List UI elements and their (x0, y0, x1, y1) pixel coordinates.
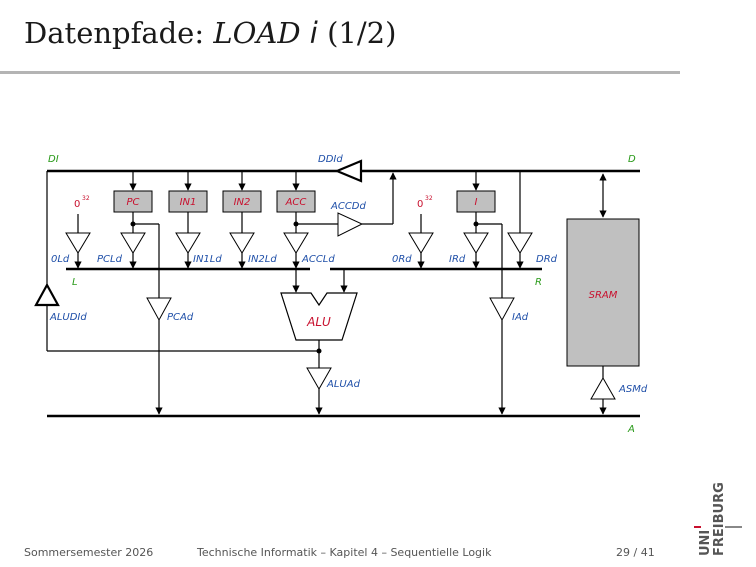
alu-label: ALU (306, 315, 331, 329)
title-suffix: (1/2) (317, 16, 397, 50)
register-IN1-label: IN1 (180, 197, 197, 208)
label-DRd: DRd (536, 254, 558, 265)
driver-ACCDd (337, 212, 364, 237)
driver-IN2Ld (229, 232, 255, 254)
label-IRd: IRd (449, 254, 466, 265)
label-IAd: IAd (512, 312, 529, 323)
slide-title: Datenpfade: LOAD i (1/2) (24, 16, 396, 50)
footer-course: Technische Informatik – Kapitel 4 – Sequ… (197, 546, 492, 559)
register-I-label: I (475, 197, 478, 208)
driver-0Ld (65, 232, 91, 254)
footer-page-number: 29 / 41 (616, 546, 655, 559)
register-PC: PC (113, 190, 153, 213)
logo-accent-right (725, 526, 742, 528)
register-ACC: ACC (276, 190, 316, 213)
label-DI: DI (48, 154, 59, 165)
label-PCLd: PCLd (97, 254, 123, 265)
label-ALUDId: ALUDId (49, 312, 87, 323)
title-load: LOAD (213, 16, 301, 50)
driver-PCLd (120, 232, 146, 254)
title-i: i (309, 16, 318, 50)
const-zero-left-exp: 32 (82, 195, 90, 202)
title-rule (0, 71, 680, 74)
register-I: I (456, 190, 496, 213)
driver-DDId (334, 159, 363, 183)
const-zero-right: 0 (417, 199, 423, 210)
driver-DRd (507, 232, 533, 254)
label-DDId: DDId (318, 154, 343, 165)
label-ACCDd: ACCDd (330, 201, 367, 212)
sram-label: SRAM (589, 290, 618, 301)
label-D: D (628, 154, 636, 165)
title-prefix: Datenpfade: (24, 16, 214, 50)
label-ALUAd: ALUAd (326, 379, 361, 390)
register-IN1: IN1 (168, 190, 208, 213)
uni-freiburg-logo: UNI FREIBURG (694, 482, 742, 556)
register-IN2: IN2 (222, 190, 262, 213)
label-ASMd: ASMd (618, 384, 648, 395)
driver-ALUAd (306, 367, 332, 391)
label-0Ld: 0Ld (51, 254, 70, 265)
label-PCAd: PCAd (167, 312, 194, 323)
label-R: R (535, 277, 542, 288)
driver-ALUDId (34, 282, 60, 307)
footer-semester: Sommersemester 2026 (24, 546, 154, 559)
sram-block: SRAM (566, 218, 640, 367)
label-IN2Ld: IN2Ld (248, 254, 277, 265)
driver-PCAd (146, 297, 172, 322)
alu-block: ALU (280, 292, 358, 341)
driver-ACCLd (283, 232, 309, 254)
driver-IAd (489, 297, 515, 322)
driver-IRd (463, 232, 489, 254)
label-0Rd: 0Rd (392, 254, 412, 265)
logo-uni: UNI (698, 530, 713, 556)
logo-accent-left (694, 526, 701, 528)
driver-0Rd (408, 232, 434, 254)
label-IN1Ld: IN1Ld (193, 254, 222, 265)
label-L: L (72, 277, 78, 288)
label-A: A (627, 424, 635, 435)
driver-IN1Ld (175, 232, 201, 254)
register-ACC-label: ACC (285, 197, 307, 208)
driver-ASMd (590, 376, 616, 400)
logo-freiburg: FREIBURG (712, 482, 727, 556)
const-zero-right-exp: 32 (425, 195, 433, 202)
const-zero-left: 0 (74, 199, 80, 210)
label-ACCLd: ACCLd (301, 254, 335, 265)
register-IN2-label: IN2 (234, 197, 251, 208)
register-PC-label: PC (126, 197, 139, 208)
